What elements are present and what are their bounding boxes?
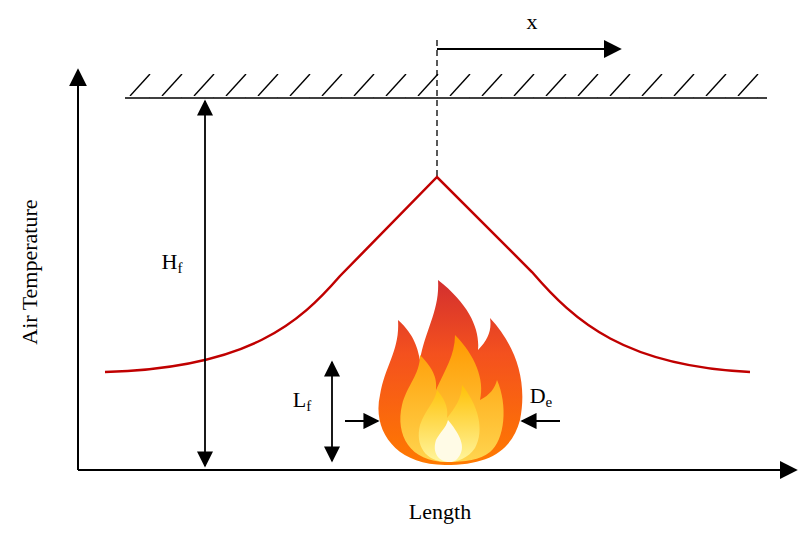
- flame-length-dimension: [331, 362, 333, 461]
- flame: [378, 280, 522, 465]
- coordinate-label: x: [527, 10, 538, 34]
- axis-title: Length: [409, 500, 471, 524]
- axis-title: Air Temperature: [18, 199, 42, 344]
- y-axis: [77, 70, 79, 470]
- diameter-arrow: [345, 420, 378, 422]
- centre-line: [436, 40, 437, 176]
- x-arrow: [437, 48, 620, 50]
- ceiling-hatch: [125, 74, 765, 98]
- x-axis: [78, 469, 796, 471]
- dimension-label: De: [530, 384, 553, 408]
- dimension-label: Lf: [293, 388, 311, 412]
- ceiling-line: [125, 97, 767, 99]
- diameter-arrow: [522, 420, 560, 422]
- dimension-label: Hf: [162, 250, 183, 274]
- height-dimension: [204, 101, 206, 466]
